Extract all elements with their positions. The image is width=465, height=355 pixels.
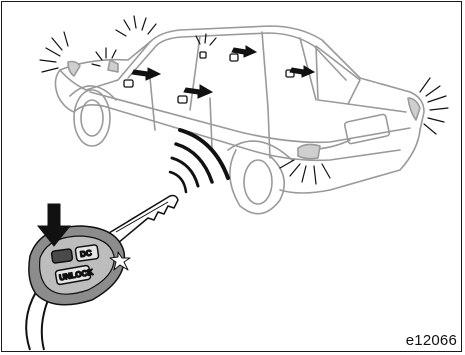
figure-code: e12066 — [406, 332, 457, 349]
signal-waves-icon — [170, 130, 228, 192]
light-flash-icon — [40, 16, 448, 184]
key-logo-text: DC — [80, 248, 93, 259]
lock-arrow-icon — [132, 46, 314, 98]
car-illustration — [55, 26, 424, 214]
